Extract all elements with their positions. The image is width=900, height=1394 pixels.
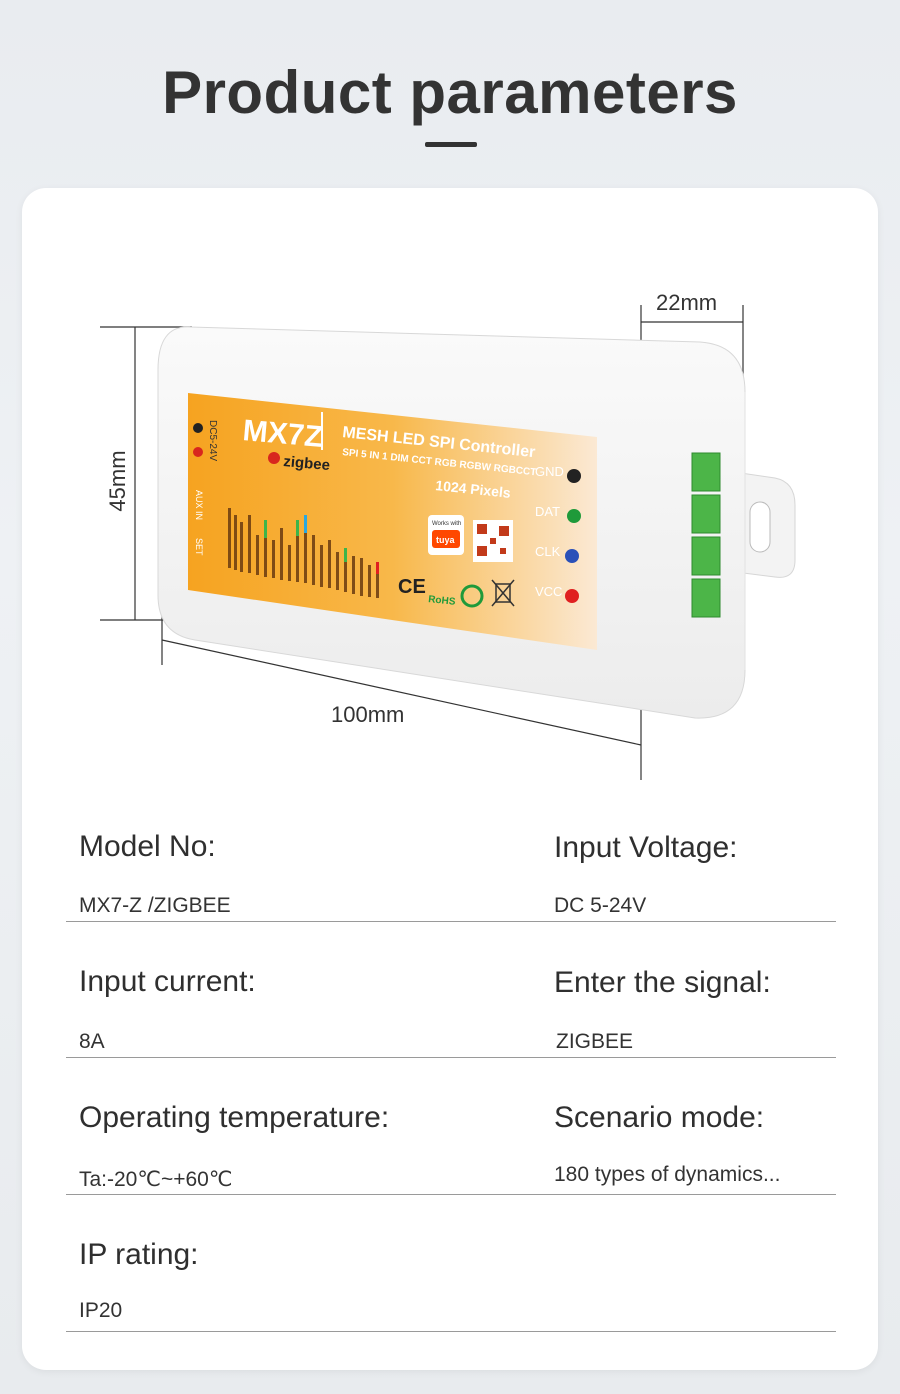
- spec-label-input-current: Input current:: [79, 965, 256, 998]
- divider-row-2: [66, 1057, 836, 1058]
- rohs-mark: RoHS: [428, 594, 457, 608]
- spec-value-model: MX7-Z /ZIGBEE: [79, 894, 231, 917]
- label-brand: zigbee: [283, 453, 331, 474]
- title-underline: [425, 142, 477, 147]
- minus-icon: [193, 423, 203, 433]
- equalizer-graphic: [228, 508, 379, 598]
- label-pixels: 1024 Pixels: [435, 477, 512, 501]
- zigbee-icon: [268, 452, 280, 464]
- tuya-text: tuya: [436, 535, 456, 545]
- label-voltage: DC5-24V: [207, 420, 218, 461]
- terminal-vcc-label: VCC: [535, 584, 562, 599]
- terminal-dat-dot: [567, 509, 581, 523]
- terminal-gnd-label: GND: [535, 464, 564, 479]
- product-label: MX7Z zigbee MESH LED SPI Controller SPI …: [188, 393, 597, 650]
- terminal-dat-label: DAT: [535, 504, 560, 519]
- spec-label-temperature: Operating temperature:: [79, 1101, 390, 1134]
- spec-label-signal: Enter the signal:: [554, 966, 771, 999]
- plus-icon: [193, 447, 203, 457]
- spec-value-input-current: 8A: [79, 1030, 105, 1053]
- dimension-length: 100mm: [331, 702, 405, 727]
- ce-mark: CE: [398, 576, 426, 598]
- dimension-height: 45mm: [105, 450, 130, 512]
- terminal-block: [691, 452, 721, 618]
- label-set: SET: [194, 538, 204, 556]
- terminal-clk-label: CLK: [535, 544, 561, 559]
- terminal-gnd-dot: [567, 469, 581, 483]
- tuya-badge: Works with tuya: [428, 515, 464, 555]
- dimension-width: 22mm: [656, 290, 718, 315]
- terminal-clk-dot: [565, 549, 579, 563]
- spec-label-scenario: Scenario mode:: [554, 1101, 765, 1134]
- spec-value-signal: ZIGBEE: [556, 1030, 634, 1053]
- label-model: MX7Z: [241, 414, 324, 454]
- spec-value-ip-rating: IP20: [79, 1299, 123, 1322]
- divider-row-1: [66, 921, 836, 922]
- spec-value-scenario: 180 types of dynamics...: [554, 1163, 781, 1186]
- spec-label-ip-rating: IP rating:: [79, 1238, 199, 1271]
- page-title: Product parameters: [162, 59, 738, 126]
- recycle-icon: [460, 584, 484, 608]
- qr-code-icon: [473, 520, 513, 562]
- spec-value-input-voltage: DC 5-24V: [554, 894, 647, 917]
- device-illustration: MX7Z zigbee MESH LED SPI Controller SPI …: [100, 305, 796, 780]
- spec-label-model: Model No:: [79, 830, 216, 863]
- spec-label-input-voltage: Input Voltage:: [554, 831, 738, 864]
- works-with-text: Works with: [432, 521, 461, 527]
- terminal-vcc-dot: [565, 589, 579, 603]
- equalizer-color-bars: [264, 515, 379, 574]
- weee-bin-icon: [491, 579, 515, 607]
- spec-value-temperature: Ta:-20℃~+60℃: [79, 1168, 233, 1191]
- divider-row-4: [66, 1331, 836, 1332]
- divider-row-3: [66, 1194, 836, 1195]
- label-aux: AUX IN: [194, 490, 204, 520]
